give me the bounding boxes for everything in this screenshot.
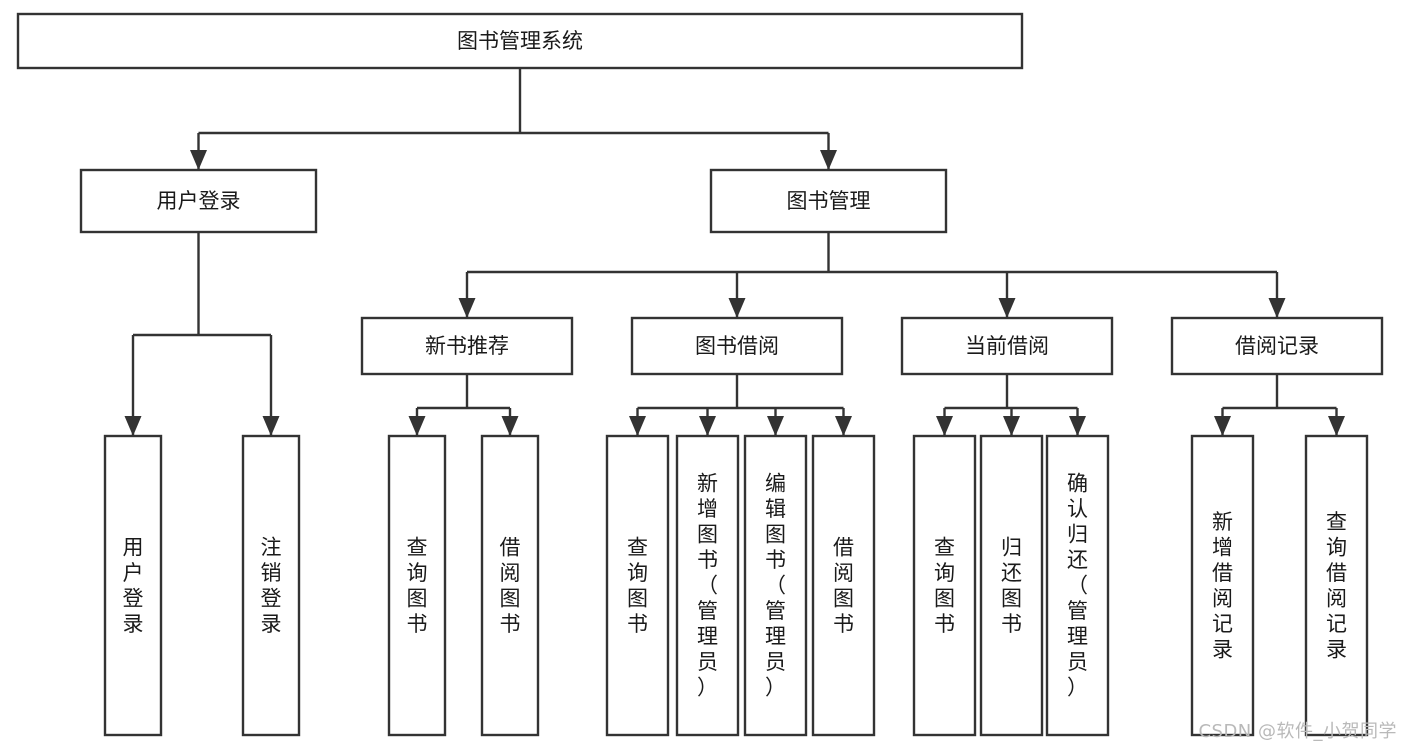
node-box-leaf-add-book bbox=[675, 434, 740, 737]
arrow-head-icon-book-borrow-3 bbox=[835, 416, 852, 436]
node-box-leaf-borrow-book-2 bbox=[811, 434, 876, 737]
connector-layer bbox=[124, 68, 1345, 436]
arrow-head-icon-book-manage-2 bbox=[998, 298, 1016, 318]
node-label-leaf-borrow-book-1: 借阅图书 bbox=[500, 535, 521, 636]
node-layer: 图书管理系统用户登录图书管理新书推荐图书借阅当前借阅借阅记录用户登录注销登录查询… bbox=[16, 12, 1384, 737]
node-leaf-user-login[interactable]: 用户登录 bbox=[103, 434, 163, 737]
node-box-new-book-recommend bbox=[360, 316, 574, 376]
node-label-new-book-recommend: 新书推荐 bbox=[425, 334, 509, 358]
node-leaf-return-book[interactable]: 归还图书 bbox=[979, 434, 1044, 737]
node-book-manage[interactable]: 图书管理 bbox=[709, 168, 948, 234]
node-box-borrow-record bbox=[1170, 316, 1384, 376]
node-label-leaf-add-record: 新增借阅记录 bbox=[1212, 510, 1233, 662]
node-box-current-borrow bbox=[900, 316, 1114, 376]
node-box-leaf-query-book-2 bbox=[605, 434, 670, 737]
arrow-head-icon-borrow-record-0 bbox=[1214, 416, 1231, 436]
node-label-leaf-return-book: 归还图书 bbox=[1001, 535, 1022, 636]
arrow-head-icon-book-borrow-1 bbox=[699, 416, 716, 436]
node-label-leaf-logout: 注销登录 bbox=[261, 535, 282, 636]
node-label-leaf-edit-book: 编辑图书（管理员） bbox=[765, 472, 786, 700]
node-label-leaf-query-book-2: 查询图书 bbox=[627, 535, 648, 636]
node-leaf-confirm-return[interactable]: 确认归还（管理员） bbox=[1045, 434, 1110, 737]
node-box-leaf-query-book-3 bbox=[912, 434, 977, 737]
arrow-head-icon-root-0 bbox=[190, 150, 207, 170]
node-box-root bbox=[16, 12, 1024, 70]
node-leaf-query-book-1[interactable]: 查询图书 bbox=[387, 434, 447, 737]
node-leaf-query-record[interactable]: 查询借阅记录 bbox=[1304, 434, 1369, 737]
node-label-leaf-add-book: 新增图书（管理员） bbox=[697, 472, 718, 700]
node-book-borrow[interactable]: 图书借阅 bbox=[630, 316, 844, 376]
node-root[interactable]: 图书管理系统 bbox=[16, 12, 1024, 70]
arrow-head-icon-book-manage-3 bbox=[1268, 298, 1286, 318]
node-leaf-query-book-3[interactable]: 查询图书 bbox=[912, 434, 977, 737]
node-label-leaf-query-book-3: 查询图书 bbox=[934, 535, 955, 636]
node-label-borrow-record: 借阅记录 bbox=[1235, 334, 1319, 358]
node-leaf-add-book[interactable]: 新增图书（管理员） bbox=[675, 434, 740, 737]
arrow-head-icon-current-borrow-2 bbox=[1069, 416, 1086, 436]
arrow-head-icon-current-borrow-1 bbox=[1003, 416, 1020, 436]
node-box-leaf-query-book-1 bbox=[387, 434, 447, 737]
node-label-current-borrow: 当前借阅 bbox=[965, 334, 1049, 358]
node-box-leaf-borrow-book-1 bbox=[480, 434, 540, 737]
node-box-book-borrow bbox=[630, 316, 844, 376]
node-label-book-manage: 图书管理 bbox=[787, 189, 871, 213]
node-label-leaf-query-record: 查询借阅记录 bbox=[1326, 510, 1347, 662]
arrow-head-icon-root-1 bbox=[820, 150, 837, 170]
arrow-head-icon-book-manage-0 bbox=[458, 298, 476, 318]
arrow-head-icon-new-book-recommend-1 bbox=[501, 416, 519, 436]
node-box-user-login bbox=[79, 168, 318, 234]
node-label-user-login: 用户登录 bbox=[157, 189, 241, 213]
node-leaf-borrow-book-2[interactable]: 借阅图书 bbox=[811, 434, 876, 737]
node-borrow-record[interactable]: 借阅记录 bbox=[1170, 316, 1384, 376]
arrow-head-icon-new-book-recommend-0 bbox=[408, 416, 426, 436]
node-leaf-logout[interactable]: 注销登录 bbox=[241, 434, 301, 737]
node-label-root: 图书管理系统 bbox=[457, 29, 583, 53]
arrow-head-icon-book-manage-1 bbox=[728, 298, 746, 318]
arrow-head-icon-current-borrow-0 bbox=[936, 416, 953, 436]
node-box-leaf-confirm-return bbox=[1045, 434, 1110, 737]
node-box-leaf-return-book bbox=[979, 434, 1044, 737]
node-leaf-borrow-book-1[interactable]: 借阅图书 bbox=[480, 434, 540, 737]
node-label-leaf-user-login: 用户登录 bbox=[123, 535, 144, 636]
node-box-leaf-logout bbox=[241, 434, 301, 737]
node-leaf-edit-book[interactable]: 编辑图书（管理员） bbox=[743, 434, 808, 737]
node-label-book-borrow: 图书借阅 bbox=[695, 334, 779, 358]
node-leaf-query-book-2[interactable]: 查询图书 bbox=[605, 434, 670, 737]
arrow-head-icon-user-login-0 bbox=[124, 416, 142, 436]
arrow-head-icon-book-borrow-2 bbox=[767, 416, 784, 436]
node-user-login[interactable]: 用户登录 bbox=[79, 168, 318, 234]
node-label-leaf-query-book-1: 查询图书 bbox=[407, 535, 428, 636]
node-leaf-add-record[interactable]: 新增借阅记录 bbox=[1190, 434, 1255, 737]
node-current-borrow[interactable]: 当前借阅 bbox=[900, 316, 1114, 376]
node-label-leaf-borrow-book-2: 借阅图书 bbox=[833, 535, 854, 636]
node-box-leaf-query-record bbox=[1304, 434, 1369, 737]
node-box-leaf-add-record bbox=[1190, 434, 1255, 737]
node-box-leaf-user-login bbox=[103, 434, 163, 737]
node-box-book-manage bbox=[709, 168, 948, 234]
arrow-head-icon-book-borrow-0 bbox=[629, 416, 646, 436]
node-new-book-recommend[interactable]: 新书推荐 bbox=[360, 316, 574, 376]
node-box-leaf-edit-book bbox=[743, 434, 808, 737]
arrow-head-icon-user-login-1 bbox=[262, 416, 280, 436]
node-label-leaf-confirm-return: 确认归还（管理员） bbox=[1067, 472, 1088, 700]
arrow-head-icon-borrow-record-1 bbox=[1328, 416, 1345, 436]
